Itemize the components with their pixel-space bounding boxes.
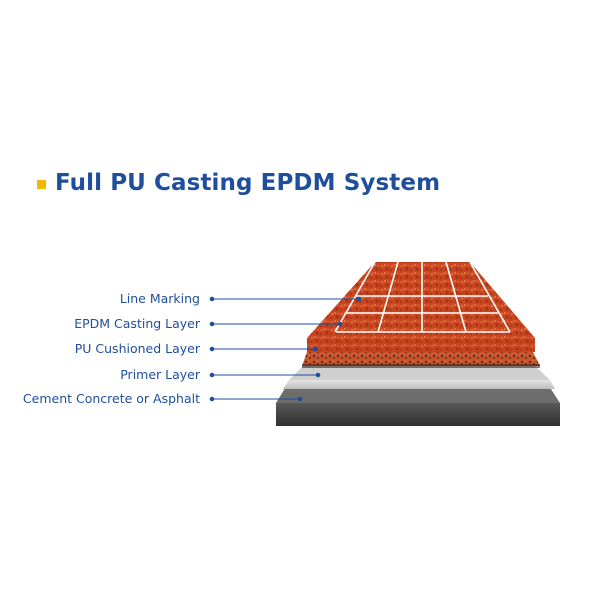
- title-block: Full PU Casting EPDM System: [37, 170, 440, 196]
- dot-icon: [356, 296, 362, 302]
- pu-cushioned-layer: [302, 352, 540, 368]
- page-title: Full PU Casting EPDM System: [55, 170, 441, 196]
- dot-icon: [297, 396, 303, 402]
- leader-pu-cushioned-layer: [209, 346, 318, 352]
- line-marking: [334, 261, 511, 333]
- label-pu-cushioned-layer: PU Cushioned Layer: [74, 341, 200, 356]
- label-cement-concrete-or-asphalt: Cement Concrete or Asphalt: [22, 391, 200, 406]
- primer-layer: [283, 366, 555, 389]
- leader-primer-layer: [209, 372, 321, 378]
- label-epdm-casting-layer: EPDM Casting Layer: [74, 316, 200, 331]
- leader-epdm-casting-layer: [209, 321, 343, 327]
- dot-icon: [337, 321, 343, 327]
- leader-cement-concrete-or-asphalt: [209, 396, 303, 402]
- dot-icon: [312, 346, 318, 352]
- leader-line-marking: [209, 296, 362, 302]
- dot-icon: [315, 372, 321, 378]
- label-line-marking: Line Marking: [119, 291, 200, 306]
- square-bullet-icon: [37, 179, 46, 189]
- label-primer-layer: Primer Layer: [120, 367, 200, 382]
